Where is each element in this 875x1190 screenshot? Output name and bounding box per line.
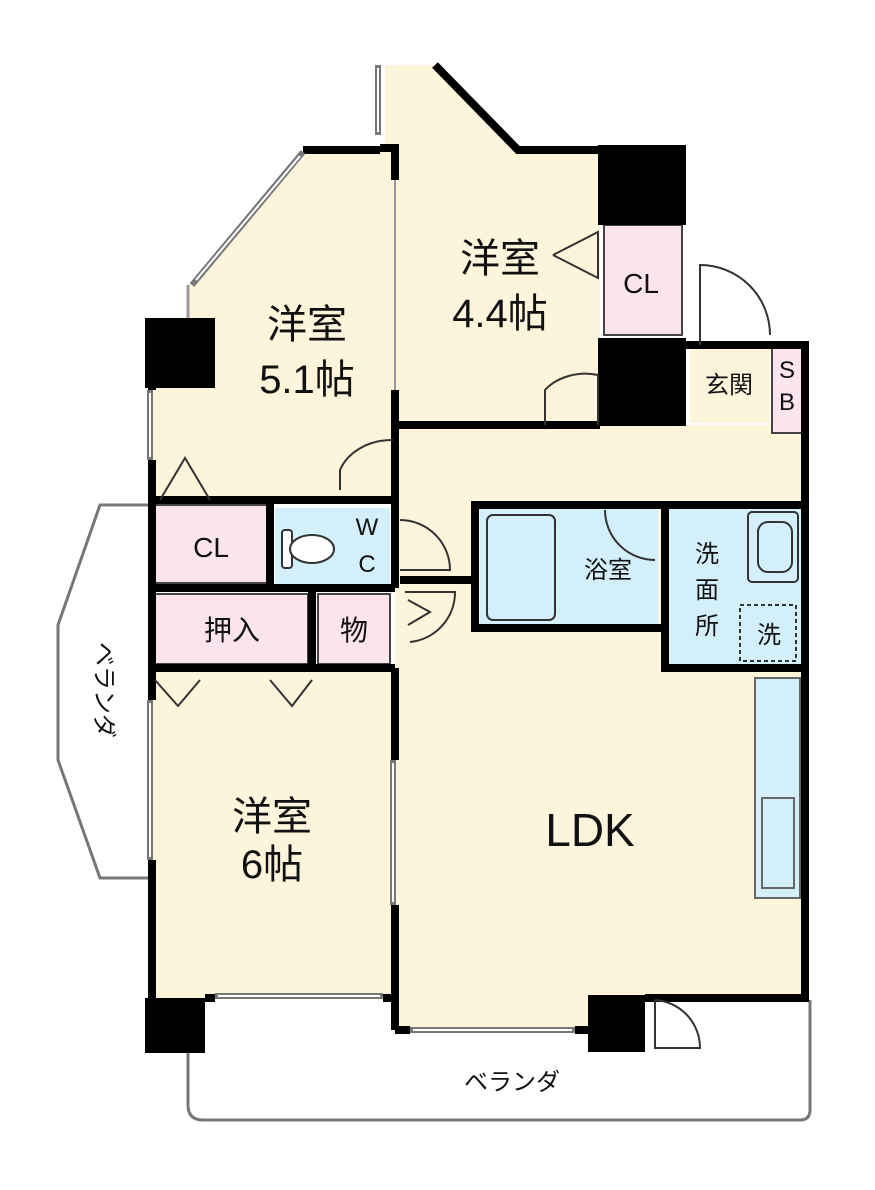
room-6-size: 6帖	[241, 843, 303, 887]
washroom-label-1: 洗	[695, 541, 719, 568]
wc-label-2: C	[358, 551, 375, 578]
bathtub-icon	[486, 514, 556, 621]
room-51-size: 5.1帖	[259, 358, 355, 402]
entrance-floor	[690, 345, 770, 423]
washroom-label-3: 所	[695, 613, 719, 640]
room-44-size: 4.4帖	[452, 292, 548, 336]
wc-label-1: W	[356, 514, 379, 541]
room-51-name: 洋室	[267, 303, 347, 347]
washroom-floor	[668, 505, 803, 668]
room-western-51-floor	[152, 150, 395, 500]
walls	[148, 62, 809, 1034]
balcony-west-label: ベランダ	[90, 642, 117, 738]
opening-markers	[154, 230, 599, 708]
storage-label: 物	[340, 615, 368, 646]
pillars	[145, 145, 686, 1053]
ldk-label: LDK	[545, 804, 635, 856]
door-swings	[339, 263, 771, 1049]
balcony-south-outline	[186, 1000, 812, 1122]
shoe-box-label-1: S	[779, 357, 795, 384]
room-western-44-floor	[385, 65, 600, 422]
closet-51-label: CL	[193, 532, 229, 563]
kitchen-sink	[761, 797, 795, 889]
room-western-6-floor	[152, 668, 395, 998]
balcony-west-outline	[56, 503, 150, 880]
washer-label: 洗	[757, 622, 781, 649]
shoe-box-label-2: B	[779, 389, 795, 416]
oshiire-label: 押入	[204, 615, 260, 646]
room-6-name: 洋室	[232, 795, 312, 839]
closet-44-label: CL	[623, 268, 659, 299]
toilet-icon	[281, 529, 335, 569]
storage-floor	[317, 593, 391, 665]
washer-space	[739, 604, 797, 662]
room-44-name: 洋室	[460, 237, 540, 281]
entrance-label: 玄関	[705, 372, 753, 399]
balcony-south-label: ベランダ	[464, 1069, 560, 1096]
washbasin-icon	[747, 511, 799, 583]
washroom-label-2: 面	[695, 577, 719, 604]
bathroom-label: 浴室	[584, 557, 632, 584]
